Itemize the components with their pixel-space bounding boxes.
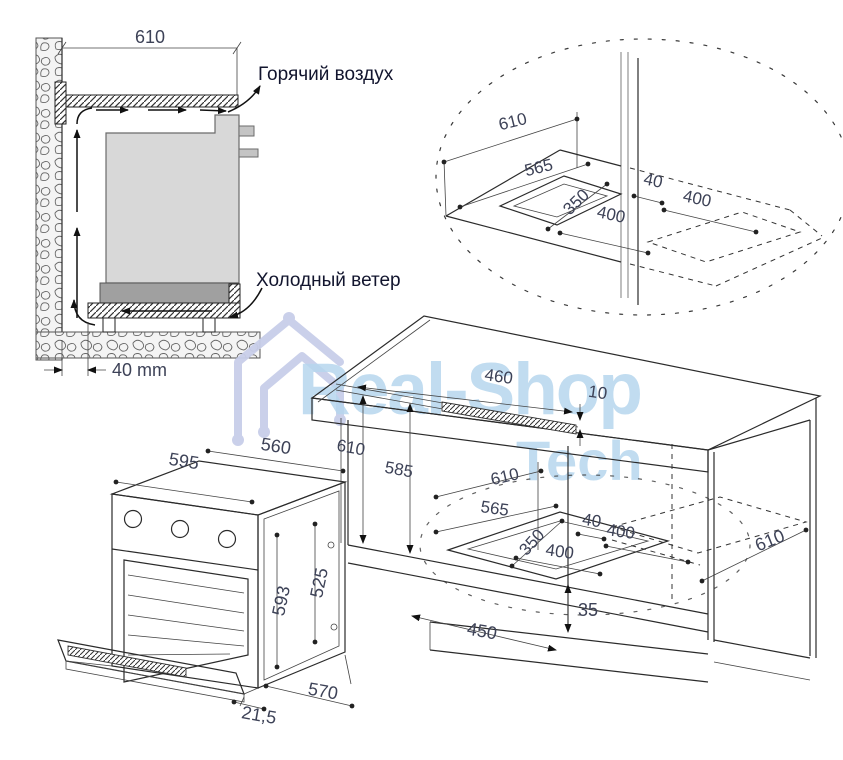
floor-hatch: [35, 331, 261, 359]
oven-knob-2: [170, 519, 190, 539]
cab-dim-vent-width: 460: [483, 365, 514, 388]
cabinet-right-panel: [707, 398, 817, 681]
oven-knob-side-2: [238, 148, 259, 158]
niche-height-dims: [359, 395, 414, 554]
detail-dim-depth: 610: [497, 109, 529, 134]
oven-knob-side-1: [238, 125, 255, 137]
oven-side-face: [257, 481, 346, 689]
cold-air-label: Холодный ветер: [256, 270, 401, 291]
oven-dim-height: 593: [268, 584, 294, 618]
plinth-dims: [411, 584, 572, 652]
oven-dim-width: 595: [168, 449, 201, 473]
oven-section: [87, 114, 259, 333]
cab-dim-cutout-front: 400: [544, 540, 575, 563]
oven-dims: [113, 448, 355, 712]
watermark: Real-Shop Tech: [232, 312, 643, 492]
cab-dim-vent-height: 10: [587, 382, 608, 403]
shelf-right-block: [228, 283, 241, 304]
oven-dim-inner-height: 525: [306, 566, 332, 600]
cab-dim-niche-inner-depth: 565: [479, 497, 510, 520]
countertop-section: [65, 94, 239, 108]
watermark-logo-icon: [232, 312, 346, 446]
dim-floor-gap-label: 40 mm: [112, 360, 167, 380]
oven-knob-1: [123, 509, 143, 529]
cold-air-arrow: [229, 287, 263, 319]
detail-dim-cutout-front: 400: [595, 202, 627, 226]
detail-dim-cutout-side: 400: [681, 186, 713, 210]
hot-air-arrow: [227, 85, 261, 113]
hot-air-label: Горячий воздух: [258, 64, 394, 85]
oven-dim-door-thickness: 21,5: [240, 702, 278, 728]
base-detail-callout: [419, 474, 751, 616]
cab-dim-plinth-height: 35: [578, 600, 598, 620]
cabinet-iso-view: 460 10 610 585 610 565 40 400 350 400 35…: [310, 315, 822, 683]
cab-dim-niche-inner-height: 585: [383, 458, 414, 482]
side-screw-2: [330, 623, 338, 631]
cutout-detail-view: 610 565 350 400 40 400: [435, 38, 843, 316]
oven-foot-right: [202, 317, 216, 333]
oven-knob-3: [217, 529, 237, 549]
detail-cutout-inner: [512, 183, 609, 218]
oven-dim-top-depth: 560: [260, 434, 293, 458]
door-vent-slots: [67, 645, 187, 678]
oven-foot-left: [102, 317, 116, 333]
oven-open-door: [57, 639, 259, 703]
oven-dim-bottom-depth: 570: [307, 679, 340, 704]
cross-section-view: 610 Горячий воздух: [35, 27, 401, 380]
cab-dim-niche-height: 610: [335, 436, 366, 460]
cab-dim-cutout-offset: 40: [581, 510, 602, 531]
detail-dims: [441, 116, 759, 256]
side-screw-1: [327, 541, 335, 549]
base-cutout: [445, 496, 808, 580]
cab-dim-side-depth: 610: [752, 526, 787, 556]
airflow-arrows: [70, 85, 263, 326]
cab-dim-plinth-recess: 450: [466, 619, 499, 644]
cabinet-base: [347, 474, 751, 683]
detail-callout-ellipse: [435, 38, 843, 316]
dim-floor-gap: 40 mm: [44, 322, 167, 380]
oven-cavity: [123, 559, 249, 683]
vent-dims: [357, 384, 584, 446]
detail-cutout-hidden: [646, 211, 802, 263]
cab-dim-cutout-side: 400: [605, 520, 636, 543]
cab-dim-cutout-width: 350: [515, 525, 548, 559]
oven-base: [99, 282, 240, 304]
dim-top-width: 610: [57, 27, 242, 96]
oven-cavity-racks: [127, 574, 245, 656]
detail-cutout-outer: [498, 175, 623, 226]
dim-cross-top-width: 610: [135, 27, 165, 47]
wall-bracket: [54, 81, 67, 125]
oven-iso-view: 595 560 593 525 21,5 570: [57, 434, 355, 728]
oven-top-face: [109, 460, 348, 516]
interior-dims: [433, 468, 809, 584]
detail-dim-offset: 40: [642, 169, 664, 192]
